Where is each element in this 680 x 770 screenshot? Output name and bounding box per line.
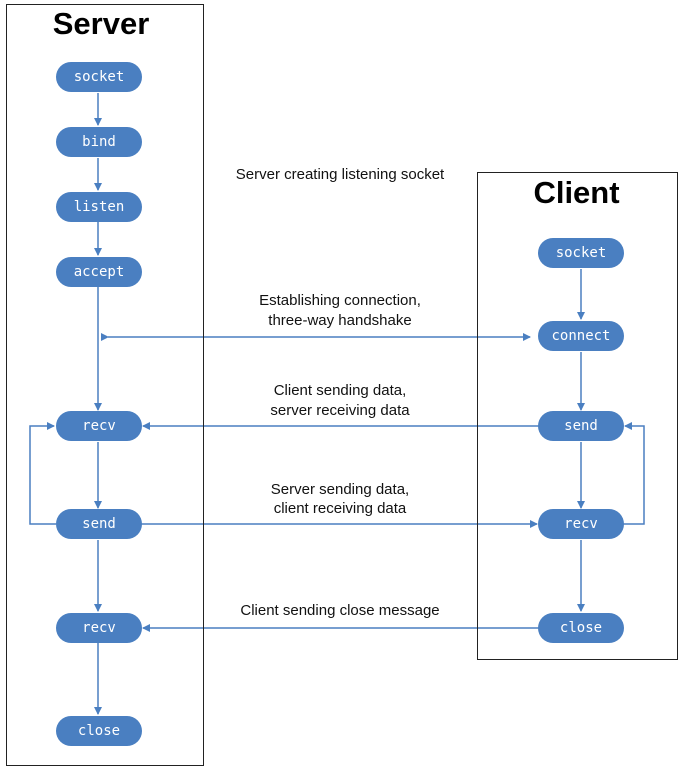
client-connect-node: connect [538,321,624,351]
server-listen-node: listen [56,192,142,222]
client-send-label-line2: server receiving data [270,402,410,419]
client-send-label-line1: Client sending data, [273,382,407,399]
handshake-label-line2: three-way handshake [268,312,412,329]
server-send-label-line1: Server sending data, [270,481,410,498]
server-send-label-line2: client receiving data [273,500,407,517]
server-recv-close-node: recv [56,613,142,643]
server-box [6,4,204,766]
client-close-node: close [538,613,624,643]
client-socket-node: socket [538,238,624,268]
server-accept-node: accept [56,257,142,287]
server-title: Server [52,6,150,41]
handshake-label-line1: Establishing connection, [259,292,421,309]
client-recv-node: recv [538,509,624,539]
client-send-node: send [538,411,624,441]
server-close-node: close [56,716,142,746]
client-box [477,172,678,660]
client-title: Client [533,175,620,210]
server-send-node: send [56,509,142,539]
close-message-label: Client sending close message [240,602,440,619]
listening-socket-label: Server creating listening socket [235,166,445,183]
arrow-client-loop [623,422,645,525]
server-bind-node: bind [56,127,142,157]
server-recv-node: recv [56,411,142,441]
server-socket-node: socket [56,62,142,92]
arrow-server-loop [29,422,56,525]
